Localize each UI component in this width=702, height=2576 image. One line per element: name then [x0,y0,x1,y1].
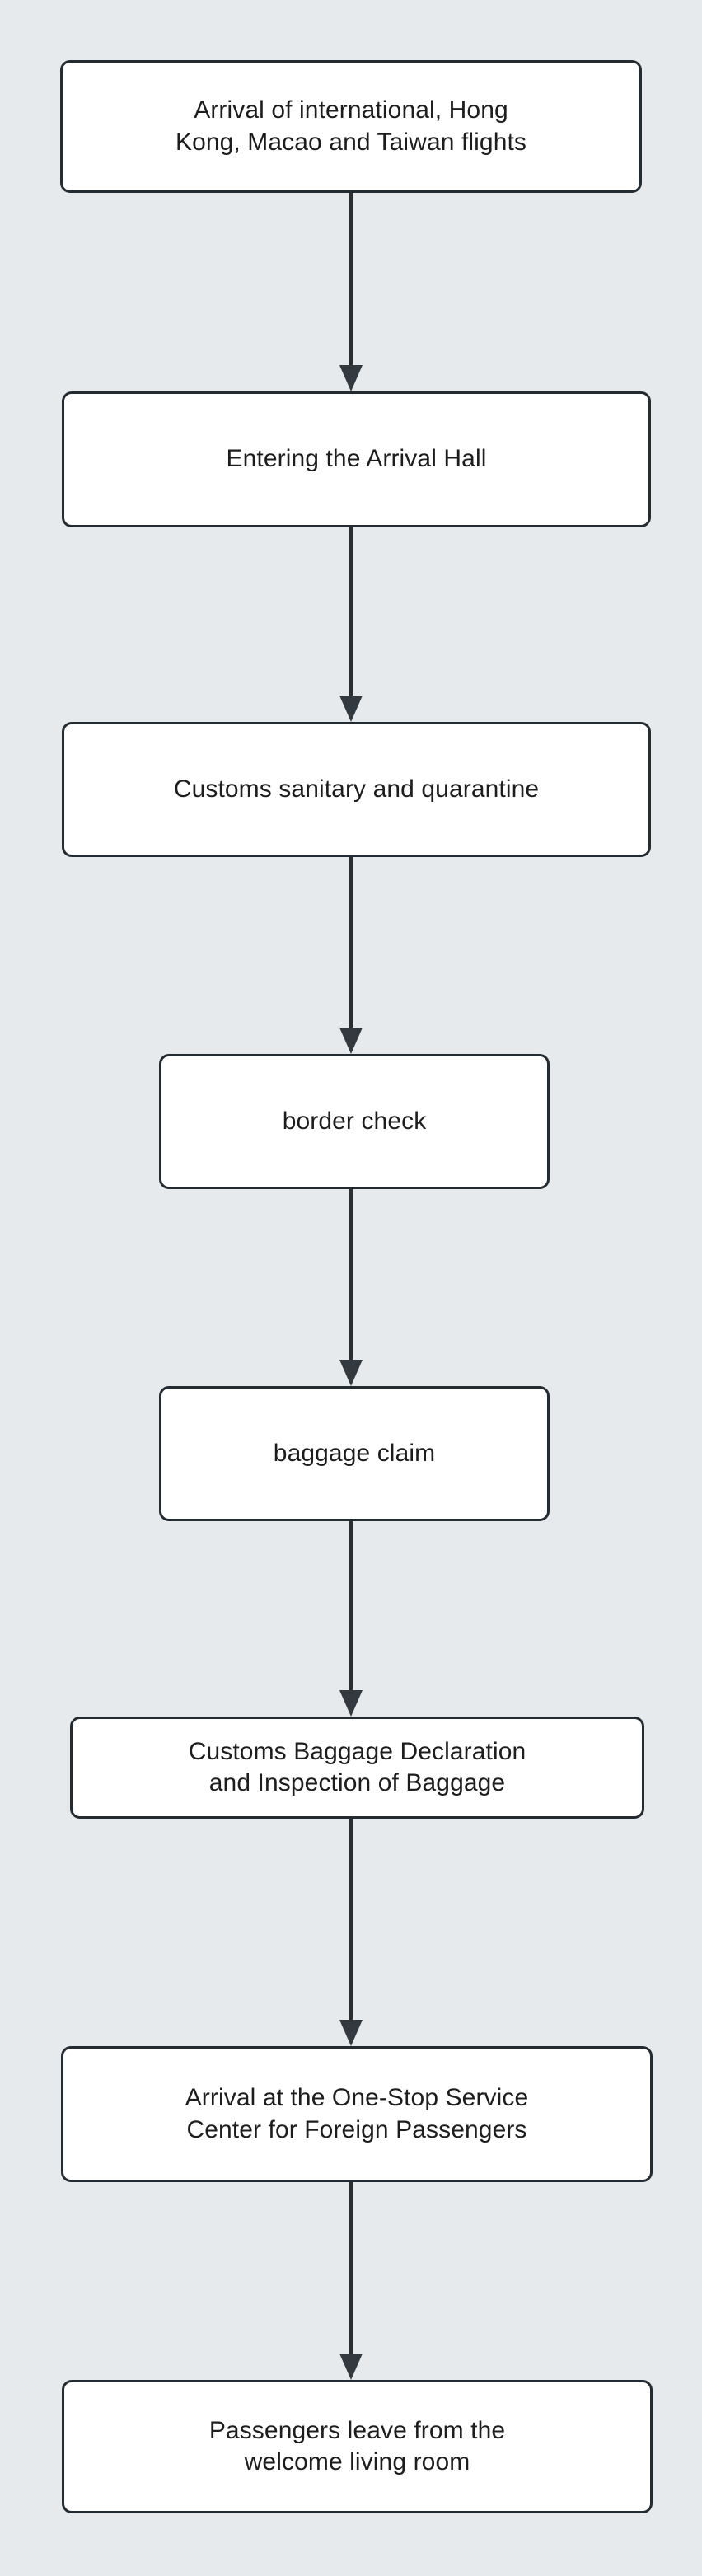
flow-node-label: Arrival of international, Hong Kong, Mac… [175,96,527,156]
edge-line [349,193,353,365]
flow-node-border-check[interactable]: border check [159,1054,550,1189]
flow-node-label: baggage claim [273,1439,436,1467]
flow-node-label: Passengers leave from the welcome living… [208,2416,506,2475]
flow-node-customs-sanitary-and-quarantine[interactable]: Customs sanitary and quarantine [62,722,651,857]
arrow-down-icon [339,1028,363,1054]
arrow-down-icon [339,365,363,391]
edge-line [349,1189,353,1360]
flow-node-label: Arrival at the One-Stop Service Center f… [185,2084,529,2143]
edge-line [349,857,353,1028]
arrow-down-icon [339,2020,363,2046]
flow-node-one-stop-service-center[interactable]: Arrival at the One-Stop Service Center f… [61,2046,653,2182]
edge-line [349,1521,353,1690]
flow-node-baggage-claim[interactable]: baggage claim [159,1386,550,1521]
flow-node-passengers-leave[interactable]: Passengers leave from the welcome living… [62,2380,653,2513]
flow-node-entering-the-arrival-hall[interactable]: Entering the Arrival Hall [62,391,651,527]
arrow-down-icon [339,2354,363,2380]
flow-node-label: Customs Baggage Declaration and Inspecti… [188,1737,526,1796]
arrow-down-icon [339,696,363,722]
flow-node-customs-baggage-declaration[interactable]: Customs Baggage Declaration and Inspecti… [70,1717,644,1819]
arrow-down-icon [339,1690,363,1717]
edge-line [349,527,353,696]
flow-node-arrival-of-flights[interactable]: Arrival of international, Hong Kong, Mac… [60,60,642,193]
arrow-down-icon [339,1360,363,1386]
flow-node-label: Entering the Arrival Hall [226,445,487,473]
edge-line [349,2182,353,2354]
flow-node-label: Customs sanitary and quarantine [173,775,540,803]
flow-node-label: border check [282,1107,427,1135]
edge-line [349,1819,353,2020]
